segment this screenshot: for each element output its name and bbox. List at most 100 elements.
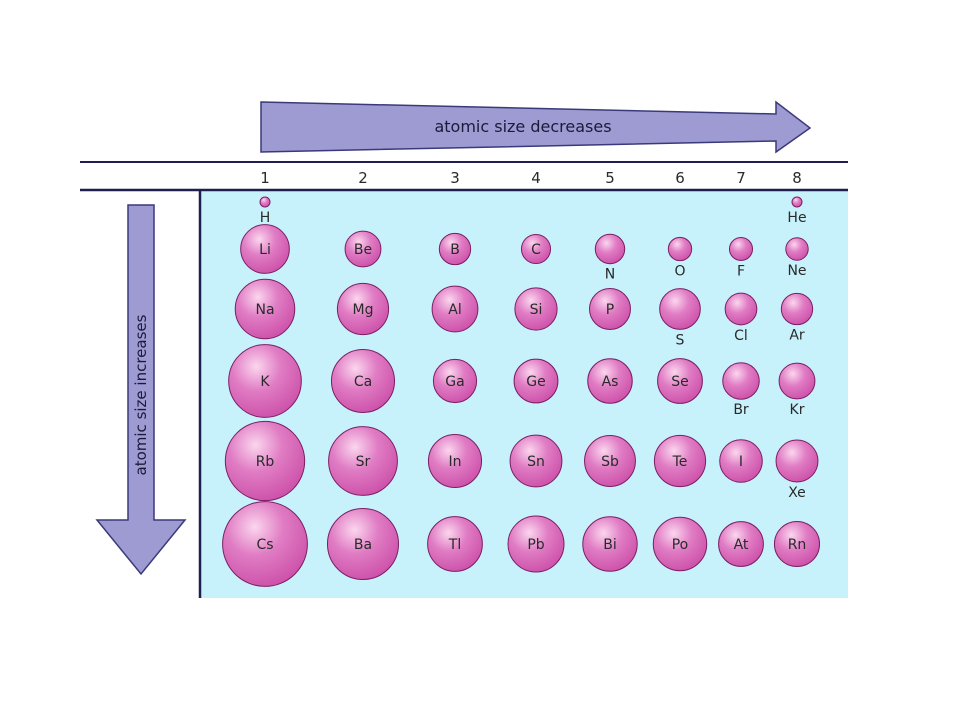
atom-sphere-f <box>728 236 754 262</box>
atom-symbol-ar: Ar <box>789 328 805 344</box>
atom-sphere-s <box>659 288 701 330</box>
atom-pb: Pb <box>507 515 565 573</box>
atom-sphere-li <box>240 224 290 274</box>
atom-sphere-at <box>718 521 764 567</box>
atom-symbol-sr: Sr <box>356 454 371 470</box>
group-number-3: 3 <box>450 169 460 187</box>
atom-b: B <box>438 232 472 266</box>
atom-sphere-in <box>427 433 483 489</box>
atom-symbol-si: Si <box>530 302 543 318</box>
atom-symbol-ge: Ge <box>526 374 545 390</box>
atom-sphere-he <box>791 196 803 208</box>
atom-he: He <box>787 196 807 226</box>
atom-sphere-te <box>653 434 707 488</box>
atom-sphere-al <box>431 285 479 333</box>
atom-ge: Ge <box>513 358 559 404</box>
atom-symbol-s: S <box>676 332 685 348</box>
atom-in: In <box>427 433 483 489</box>
group-number-2: 2 <box>358 169 368 187</box>
atom-sphere-p <box>589 288 631 330</box>
atom-sphere-kr <box>778 362 816 400</box>
atom-sphere-sb <box>584 435 636 487</box>
group-number-7: 7 <box>736 169 746 187</box>
atom-sb: Sb <box>584 435 636 487</box>
atom-symbol-ca: Ca <box>354 374 372 390</box>
atom-sphere-bi <box>582 516 638 572</box>
atom-symbol-in: In <box>448 454 461 470</box>
group-number-8: 8 <box>792 169 802 187</box>
atom-at: At <box>718 521 764 567</box>
atom-li: Li <box>240 224 290 274</box>
atom-sphere-rb <box>224 420 306 502</box>
atom-na: Na <box>234 278 296 340</box>
atom-sphere-tl <box>427 516 483 572</box>
atom-sphere-cl <box>724 292 758 326</box>
atom-sphere-cs <box>222 501 308 587</box>
atom-tl: Tl <box>427 516 483 572</box>
atom-sphere-si <box>514 287 558 331</box>
atom-bi: Bi <box>582 516 638 572</box>
atom-c: C <box>520 233 552 265</box>
atom-ar: Ar <box>780 292 814 344</box>
atom-symbol-at: At <box>734 537 749 553</box>
atom-i: I <box>719 439 763 483</box>
group-number-1: 1 <box>260 169 270 187</box>
atom-sphere-o <box>667 236 693 262</box>
atom-symbol-p: P <box>606 302 614 318</box>
atom-sphere-br <box>722 362 760 400</box>
atom-sphere-sn <box>509 434 563 488</box>
atom-cs: Cs <box>222 501 308 587</box>
atom-cl: Cl <box>724 292 758 344</box>
atom-symbol-k: K <box>260 374 270 390</box>
vertical-arrow-shape <box>95 204 187 576</box>
atom-symbol-f: F <box>737 264 745 280</box>
vertical-arrow-label: atomic size increases <box>132 314 150 475</box>
horizontal-arrow-shape <box>260 100 812 154</box>
atom-ga: Ga <box>432 358 478 404</box>
atom-symbol-as: As <box>602 374 619 390</box>
size-decreases-arrow: atomic size decreases <box>260 100 812 154</box>
atom-symbol-be: Be <box>354 242 372 258</box>
atom-symbol-po: Po <box>672 537 689 553</box>
atom-al: Al <box>431 285 479 333</box>
atom-symbol-ne: Ne <box>787 263 806 279</box>
atom-symbol-n: N <box>605 267 615 283</box>
atom-sphere-ge <box>513 358 559 404</box>
atom-sr: Sr <box>328 426 398 496</box>
atom-be: Be <box>344 230 382 268</box>
atom-sphere-n <box>594 233 626 265</box>
group-number-6: 6 <box>675 169 685 187</box>
atom-symbol-tl: Tl <box>448 537 461 553</box>
atom-ne: Ne <box>785 237 809 279</box>
atom-symbol-te: Te <box>672 454 688 470</box>
atom-n: N <box>594 233 626 283</box>
group-number-4: 4 <box>531 169 541 187</box>
atom-rb: Rb <box>224 420 306 502</box>
atom-symbol-sn: Sn <box>527 454 545 470</box>
atom-sphere-na <box>234 278 296 340</box>
atom-sphere-i <box>719 439 763 483</box>
atom-sphere-as <box>587 358 633 404</box>
atom-sn: Sn <box>509 434 563 488</box>
atom-sphere-mg <box>336 282 390 336</box>
atom-sphere-po <box>652 516 708 572</box>
atom-xe: Xe <box>775 439 819 501</box>
atom-symbol-ga: Ga <box>445 374 464 390</box>
atom-symbol-rb: Rb <box>256 454 275 470</box>
atom-sphere-xe <box>775 439 819 483</box>
atom-symbol-al: Al <box>448 302 461 318</box>
atom-sphere-ar <box>780 292 814 326</box>
atom-rn: Rn <box>773 520 821 568</box>
atom-k: K <box>228 344 302 418</box>
atom-s: S <box>659 288 701 348</box>
atom-po: Po <box>652 516 708 572</box>
atom-sphere-rn <box>773 520 821 568</box>
atom-sphere-k <box>228 344 302 418</box>
atom-symbol-sb: Sb <box>601 454 619 470</box>
atom-si: Si <box>514 287 558 331</box>
atom-symbol-h: H <box>260 210 271 226</box>
atom-sphere-sr <box>328 426 398 496</box>
atom-te: Te <box>653 434 707 488</box>
